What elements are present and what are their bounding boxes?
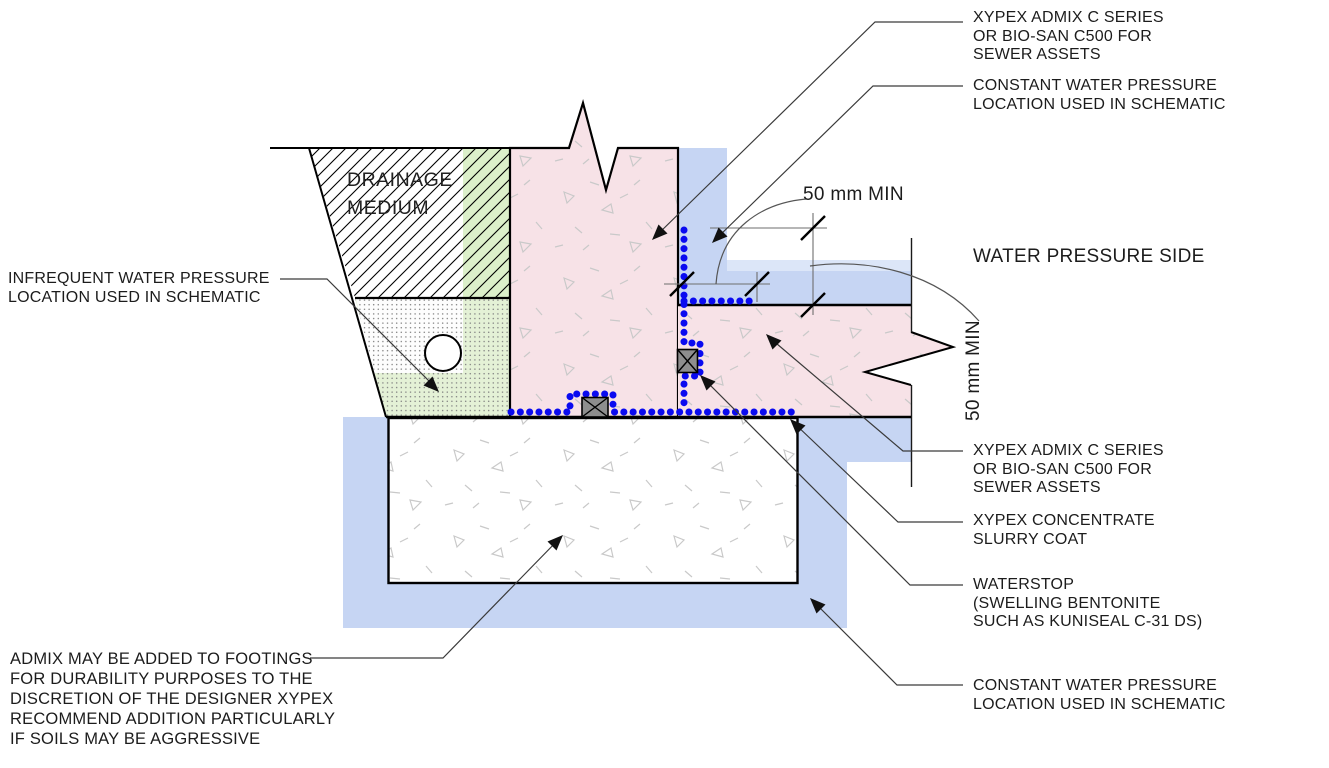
label-line: FOR DURABILITY PURPOSES TO THE	[10, 670, 313, 688]
label-line: SUCH AS KUNISEAL C-31 DS)	[973, 613, 1203, 630]
waterstop-section-boxes	[581, 348, 699, 418]
label-line: (SWELLING BENTONITE	[973, 594, 1161, 612]
leader-admix-right	[769, 337, 963, 452]
label-line: OR BIO-SAN C500 FOR	[973, 27, 1152, 45]
drainage-medium-region	[309, 148, 510, 298]
dimension-ticks	[669, 215, 826, 318]
label-line: LOCATION USED IN SCHEMATIC	[8, 288, 261, 306]
dimension-lines	[664, 198, 980, 322]
slab-concrete	[678, 238, 957, 487]
label-xypex-admix-top: XYPEX ADMIX C SERIES OR BIO-SAN C500 FOR…	[973, 9, 1164, 65]
dimension-leader-arcs	[715, 198, 980, 322]
leader-arrowheads	[423, 224, 826, 614]
label-dimension-vertical: 50 mm MIN	[963, 320, 984, 421]
drainage-hatch	[309, 148, 510, 298]
label-line: SLURRY COAT	[973, 530, 1088, 548]
water-zone-below-slab	[798, 418, 912, 462]
label-line: WATERSTOP	[973, 576, 1075, 593]
leader-constant-bottom	[813, 601, 963, 686]
label-xypex-admix-right: XYPEX ADMIX C SERIES OR BIO-SAN C500 FOR…	[973, 442, 1164, 498]
label-line: ADMIX MAY BE ADDED TO FOOTINGS	[10, 650, 313, 668]
waterstop-section-box	[581, 396, 609, 418]
label-drainage-medium: DRAINAGE MEDIUM	[347, 166, 453, 222]
waterstop-dotted-line	[507, 226, 799, 416]
label-line: SEWER ASSETS	[973, 46, 1101, 63]
label-line: RECOMMEND ADDITION PARTICULARLY	[10, 710, 336, 728]
label-line: XYPEX ADMIX C SERIES	[973, 9, 1164, 26]
label-water-pressure-side: WATER PRESSURE SIDE	[973, 246, 1205, 267]
label-line: DRAINAGE	[347, 169, 453, 191]
label-line: XYPEX ADMIX C SERIES	[973, 442, 1164, 459]
label-constant-water-pressure-top: CONSTANT WATER PRESSURE LOCATION USED IN…	[973, 77, 1226, 114]
label-line: CONSTANT WATER PRESSURE	[973, 77, 1218, 94]
label-infrequent-water-pressure: INFREQUENT WATER PRESSURE LOCATION USED …	[8, 270, 270, 307]
leader-infrequent	[280, 278, 436, 388]
label-waterstop: WATERSTOP (SWELLING BENTONITE SUCH AS KU…	[973, 576, 1202, 632]
wall-outline-and-break-line	[508, 99, 680, 417]
water-zone-under-footing	[343, 583, 847, 628]
leader-footing-note	[310, 538, 560, 659]
footing-concrete	[387, 416, 799, 585]
label-line: OR BIO-SAN C500 FOR	[973, 460, 1152, 478]
water-zone-above-slab-light	[727, 260, 912, 271]
leader-waterstop	[703, 378, 963, 586]
label-line: MEDIUM	[347, 197, 430, 219]
label-line: CONSTANT WATER PRESSURE	[973, 677, 1218, 694]
label-line: DISCRETION OF THE DESIGNER XYPEX	[10, 690, 334, 708]
excavation-slant-line	[308, 147, 387, 418]
waterstop-wall-run	[680, 226, 704, 412]
waterstop-joint-run	[507, 390, 799, 416]
wall-concrete	[508, 99, 680, 417]
leader-lines	[280, 21, 963, 686]
label-line: INFREQUENT WATER PRESSURE	[8, 270, 270, 287]
leader-slurry	[793, 422, 963, 523]
excavation-lines	[270, 147, 911, 419]
label-footing-admix-note: ADMIX MAY BE ADDED TO FOOTINGS FOR DURAB…	[10, 649, 335, 749]
label-line: LOCATION USED IN SCHEMATIC	[973, 95, 1226, 113]
slab-break-line	[861, 331, 957, 386]
label-line: XYPEX CONCENTRATE	[973, 512, 1155, 529]
label-line: IF SOILS MAY BE AGGRESSIVE	[10, 730, 261, 748]
waterstop-section-box	[676, 348, 699, 374]
label-dimension-horizontal: 50 mm MIN	[803, 184, 904, 205]
leader-admix-top	[655, 21, 963, 237]
water-zone-left-of-footing	[343, 417, 388, 583]
leader-constant-top	[715, 85, 963, 240]
label-line: LOCATION USED IN SCHEMATIC	[973, 695, 1226, 713]
label-xypex-concentrate: XYPEX CONCENTRATE SLURRY COAT	[973, 512, 1155, 549]
drain-pipe	[424, 334, 462, 372]
granular-drainage-region	[355, 298, 510, 416]
label-line: SEWER ASSETS	[973, 479, 1101, 496]
label-constant-water-pressure-bottom: CONSTANT WATER PRESSURE LOCATION USED IN…	[973, 677, 1226, 714]
